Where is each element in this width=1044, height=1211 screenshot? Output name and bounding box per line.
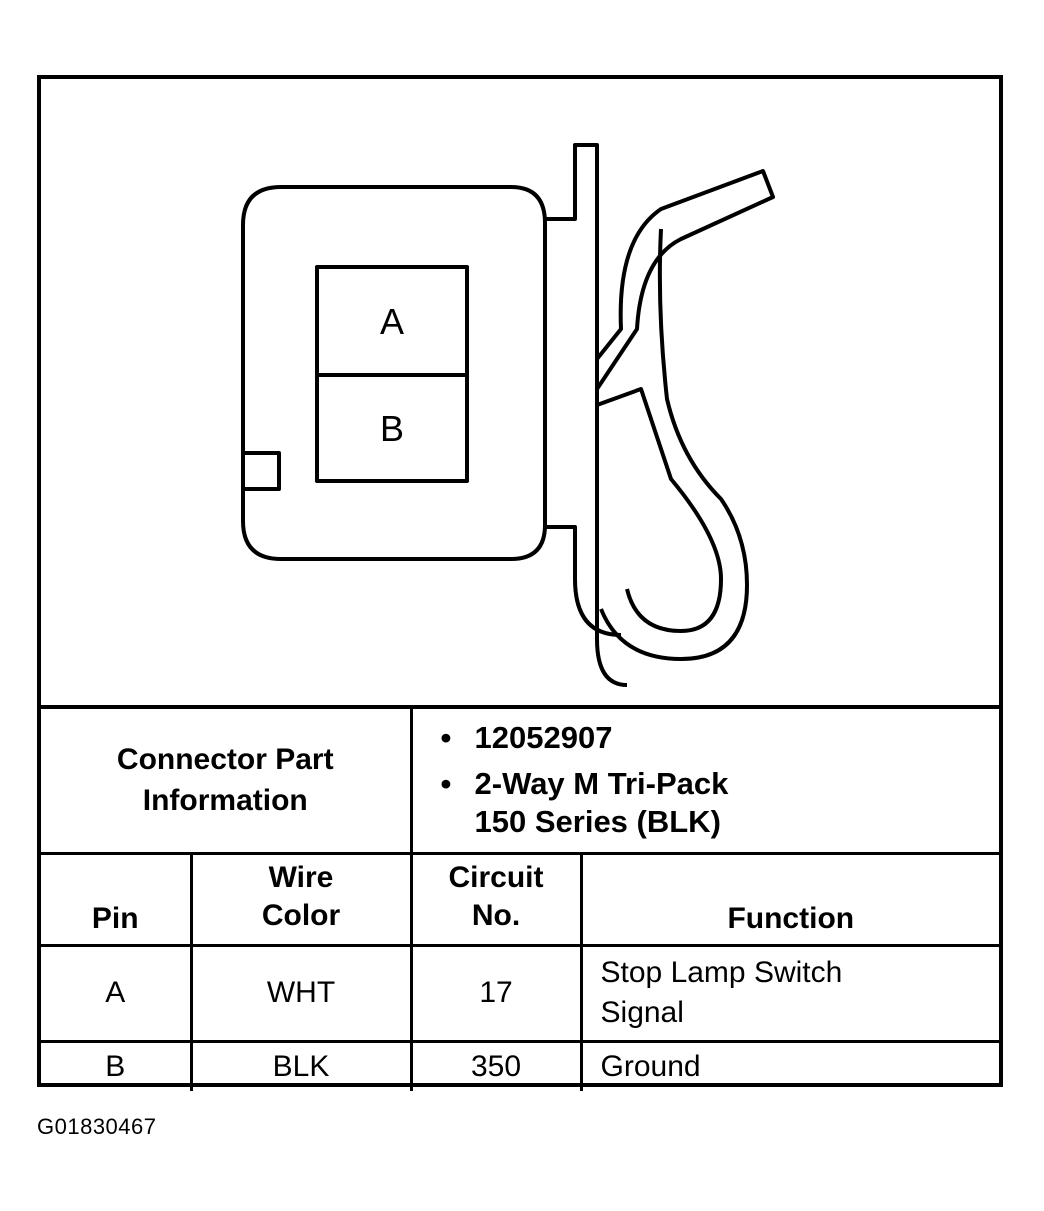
part-info-label-cell: Connector Part Information: [41, 705, 413, 855]
polarization-key: [241, 451, 281, 491]
part-description-item: • 2-Way M Tri-Pack 150 Series (BLK): [441, 765, 1000, 841]
connector-pinout-table: Connector Part Information • 12052907 • …: [41, 705, 1000, 1091]
header-circuit-no: Circuit No.: [409, 851, 583, 947]
wire-color-cell: WHT: [189, 943, 413, 1043]
header-wire-color: Wire Color: [189, 851, 413, 947]
pin-cell: B: [41, 1039, 193, 1091]
function-line2: Signal: [600, 996, 684, 1029]
part-info-list: • 12052907 • 2-Way M Tri-Pack 150 Series…: [413, 713, 1000, 847]
part-info-label-line1: Connector Part: [116, 743, 334, 777]
table-row: A WHT 17 Stop Lamp Switch Signal: [41, 943, 1000, 1043]
header-circuit-line1: Circuit: [448, 860, 544, 894]
bullet: •: [440, 720, 452, 756]
locking-clip: [595, 169, 775, 391]
part-number: 12052907: [474, 720, 613, 756]
table-row: B BLK 350 Ground: [41, 1039, 1000, 1091]
header-pin-text: Pin: [91, 901, 139, 935]
part-info-label-line2: Information: [142, 784, 308, 818]
connector-body-outline: [241, 185, 547, 561]
connector-figure-frame: A B Connector Part Information • 1205290…: [37, 75, 1003, 1091]
function-cell: Ground: [579, 1039, 1000, 1091]
header-function: Function: [579, 851, 1000, 947]
cavity-b: [315, 373, 469, 483]
header-pin: Pin: [41, 851, 193, 947]
wire-color-cell: BLK: [189, 1039, 413, 1091]
pin-cell: A: [41, 943, 193, 1043]
function-line1: Stop Lamp Switch: [600, 956, 843, 989]
connector-side-strip: [545, 143, 628, 687]
table-header-row: Pin Wire Color Circuit No. Function: [41, 851, 1000, 947]
connector-diagram: A B: [41, 79, 999, 705]
header-wire-color-line1: Wire: [268, 860, 334, 894]
bullet: •: [440, 766, 452, 802]
locking-clip-loop: [596, 387, 723, 633]
header-circuit-line2: No.: [471, 898, 521, 932]
cavity-a-label: A: [380, 301, 404, 342]
cavity-b-label: B: [380, 408, 404, 449]
part-info-row: Connector Part Information • 12052907 • …: [41, 705, 1000, 855]
connector-side-strip-lower: [545, 525, 622, 637]
circuit-cell: 17: [409, 943, 583, 1043]
header-wire-color-line2: Color: [261, 898, 341, 932]
header-function-text: Function: [727, 901, 855, 935]
part-description-line1: 2-Way M Tri-Pack: [474, 766, 729, 802]
part-info-values-cell: • 12052907 • 2-Way M Tri-Pack 150 Series…: [409, 705, 1000, 855]
circuit-cell: 350: [409, 1039, 583, 1091]
locking-clip-loop-outer: [599, 228, 749, 661]
part-number-item: • 12052907: [441, 719, 1000, 757]
part-description-line2: 150 Series (BLK): [474, 804, 721, 840]
function-cell: Stop Lamp Switch Signal: [579, 943, 1000, 1043]
figure-code: G01830467: [37, 1114, 157, 1139]
